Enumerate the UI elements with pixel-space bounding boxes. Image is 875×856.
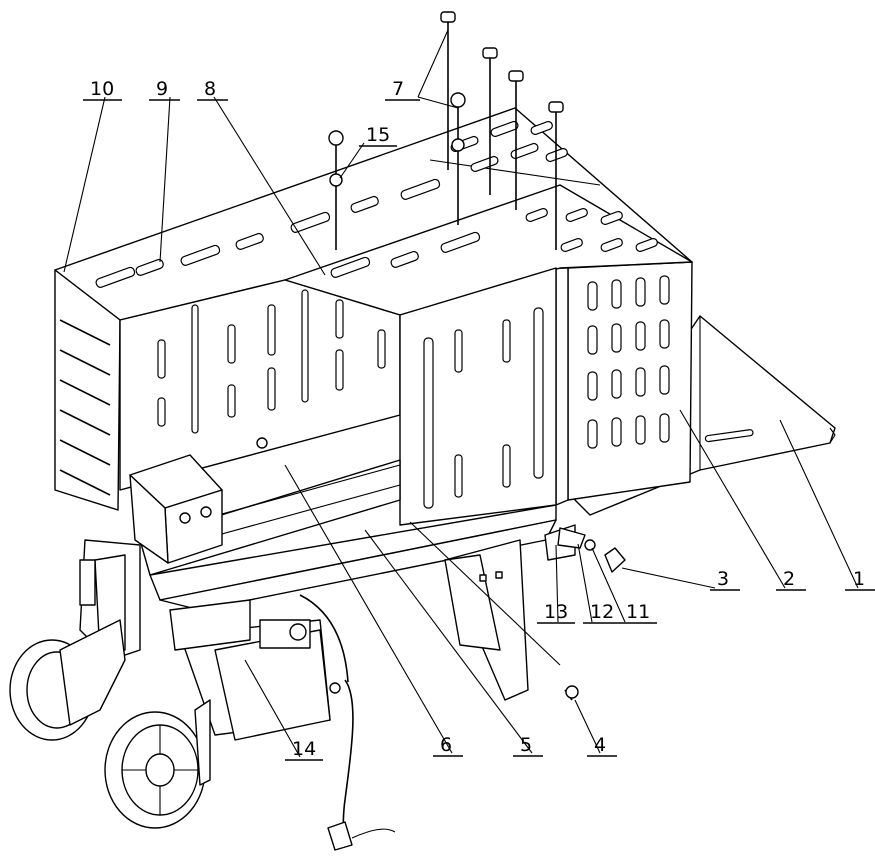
left-end-panel — [54, 269, 121, 511]
callout-10: 10 — [90, 78, 114, 100]
leader-lines — [63, 29, 859, 758]
callout-15: 15 — [366, 124, 390, 146]
bolt-icon — [256, 11, 579, 701]
callout-3: 3 — [717, 568, 729, 590]
wheel-frame — [79, 539, 251, 661]
callout-labels: 1 2 3 4 5 6 7 8 9 10 11 12 13 14 15 — [83, 78, 875, 761]
callout-5: 5 — [520, 734, 532, 756]
callout-6: 6 — [440, 734, 452, 756]
pusher-block — [129, 454, 223, 564]
callout-7: 7 — [392, 78, 404, 100]
right-guard — [555, 261, 693, 506]
support-leg — [444, 539, 529, 701]
top-cover — [54, 107, 693, 321]
callout-8: 8 — [204, 78, 216, 100]
rear-guard — [119, 279, 401, 491]
small-fittings — [544, 524, 626, 573]
callout-2: 2 — [783, 568, 795, 590]
power-cord — [299, 594, 396, 851]
callout-13: 13 — [544, 601, 568, 623]
callout-11: 11 — [626, 601, 650, 623]
callout-14: 14 — [292, 738, 316, 760]
callout-4: 4 — [594, 734, 606, 756]
callout-9: 9 — [156, 78, 168, 100]
right-guard-slots — [587, 275, 670, 449]
callout-1: 1 — [853, 568, 865, 590]
callout-12: 12 — [590, 601, 614, 623]
wheel-icon — [9, 619, 211, 829]
front-guard — [399, 267, 557, 526]
